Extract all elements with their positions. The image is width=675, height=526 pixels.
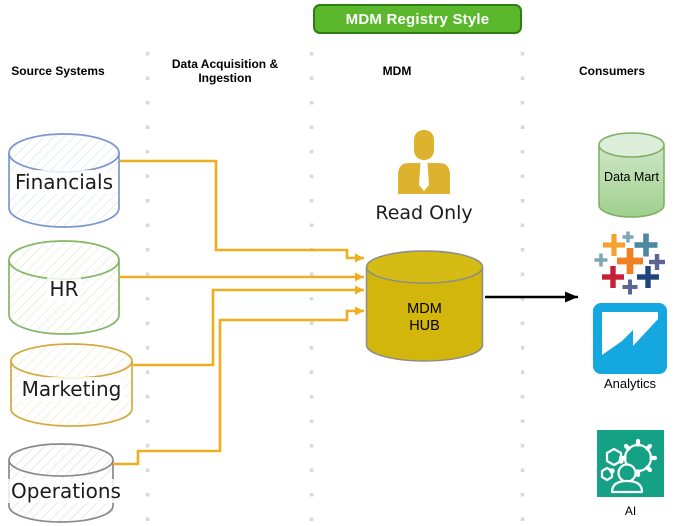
column-header-source-systems: Source Systems: [11, 64, 105, 78]
database-icon: [8, 240, 120, 335]
mdm-hub-database: [365, 250, 484, 362]
business-person-icon: [398, 130, 450, 194]
title-label: MDM Registry Style: [345, 10, 490, 28]
data-mart-database: [598, 132, 665, 218]
column-header-mdm: MDM: [382, 64, 412, 78]
column-header-consumers: Consumers: [578, 64, 646, 78]
title-badge: MDM Registry Style: [313, 4, 522, 34]
database-icon: [365, 250, 484, 362]
data-mart-label: Data Mart: [604, 170, 659, 184]
mdm-hub-label: MDM HUB: [407, 301, 442, 334]
column-header-data-acquisition: Data Acquisition & Ingestion: [171, 57, 279, 85]
hr-label: HR: [46, 277, 82, 301]
source-to-hub-arrows: [113, 159, 364, 466]
analytics-label: Analytics: [603, 376, 657, 391]
ai-icon: [597, 430, 664, 497]
hr-database: [8, 240, 120, 335]
database-icon: [598, 132, 665, 218]
analytics-icon: [593, 303, 667, 374]
marketing-label: Marketing: [18, 377, 125, 401]
ai-label: AI: [624, 504, 637, 518]
operations-label: Operations: [8, 479, 124, 503]
financials-label: Financials: [12, 170, 116, 194]
read-only-label: Read Only: [375, 202, 473, 224]
tableau-icon: [588, 229, 670, 301]
